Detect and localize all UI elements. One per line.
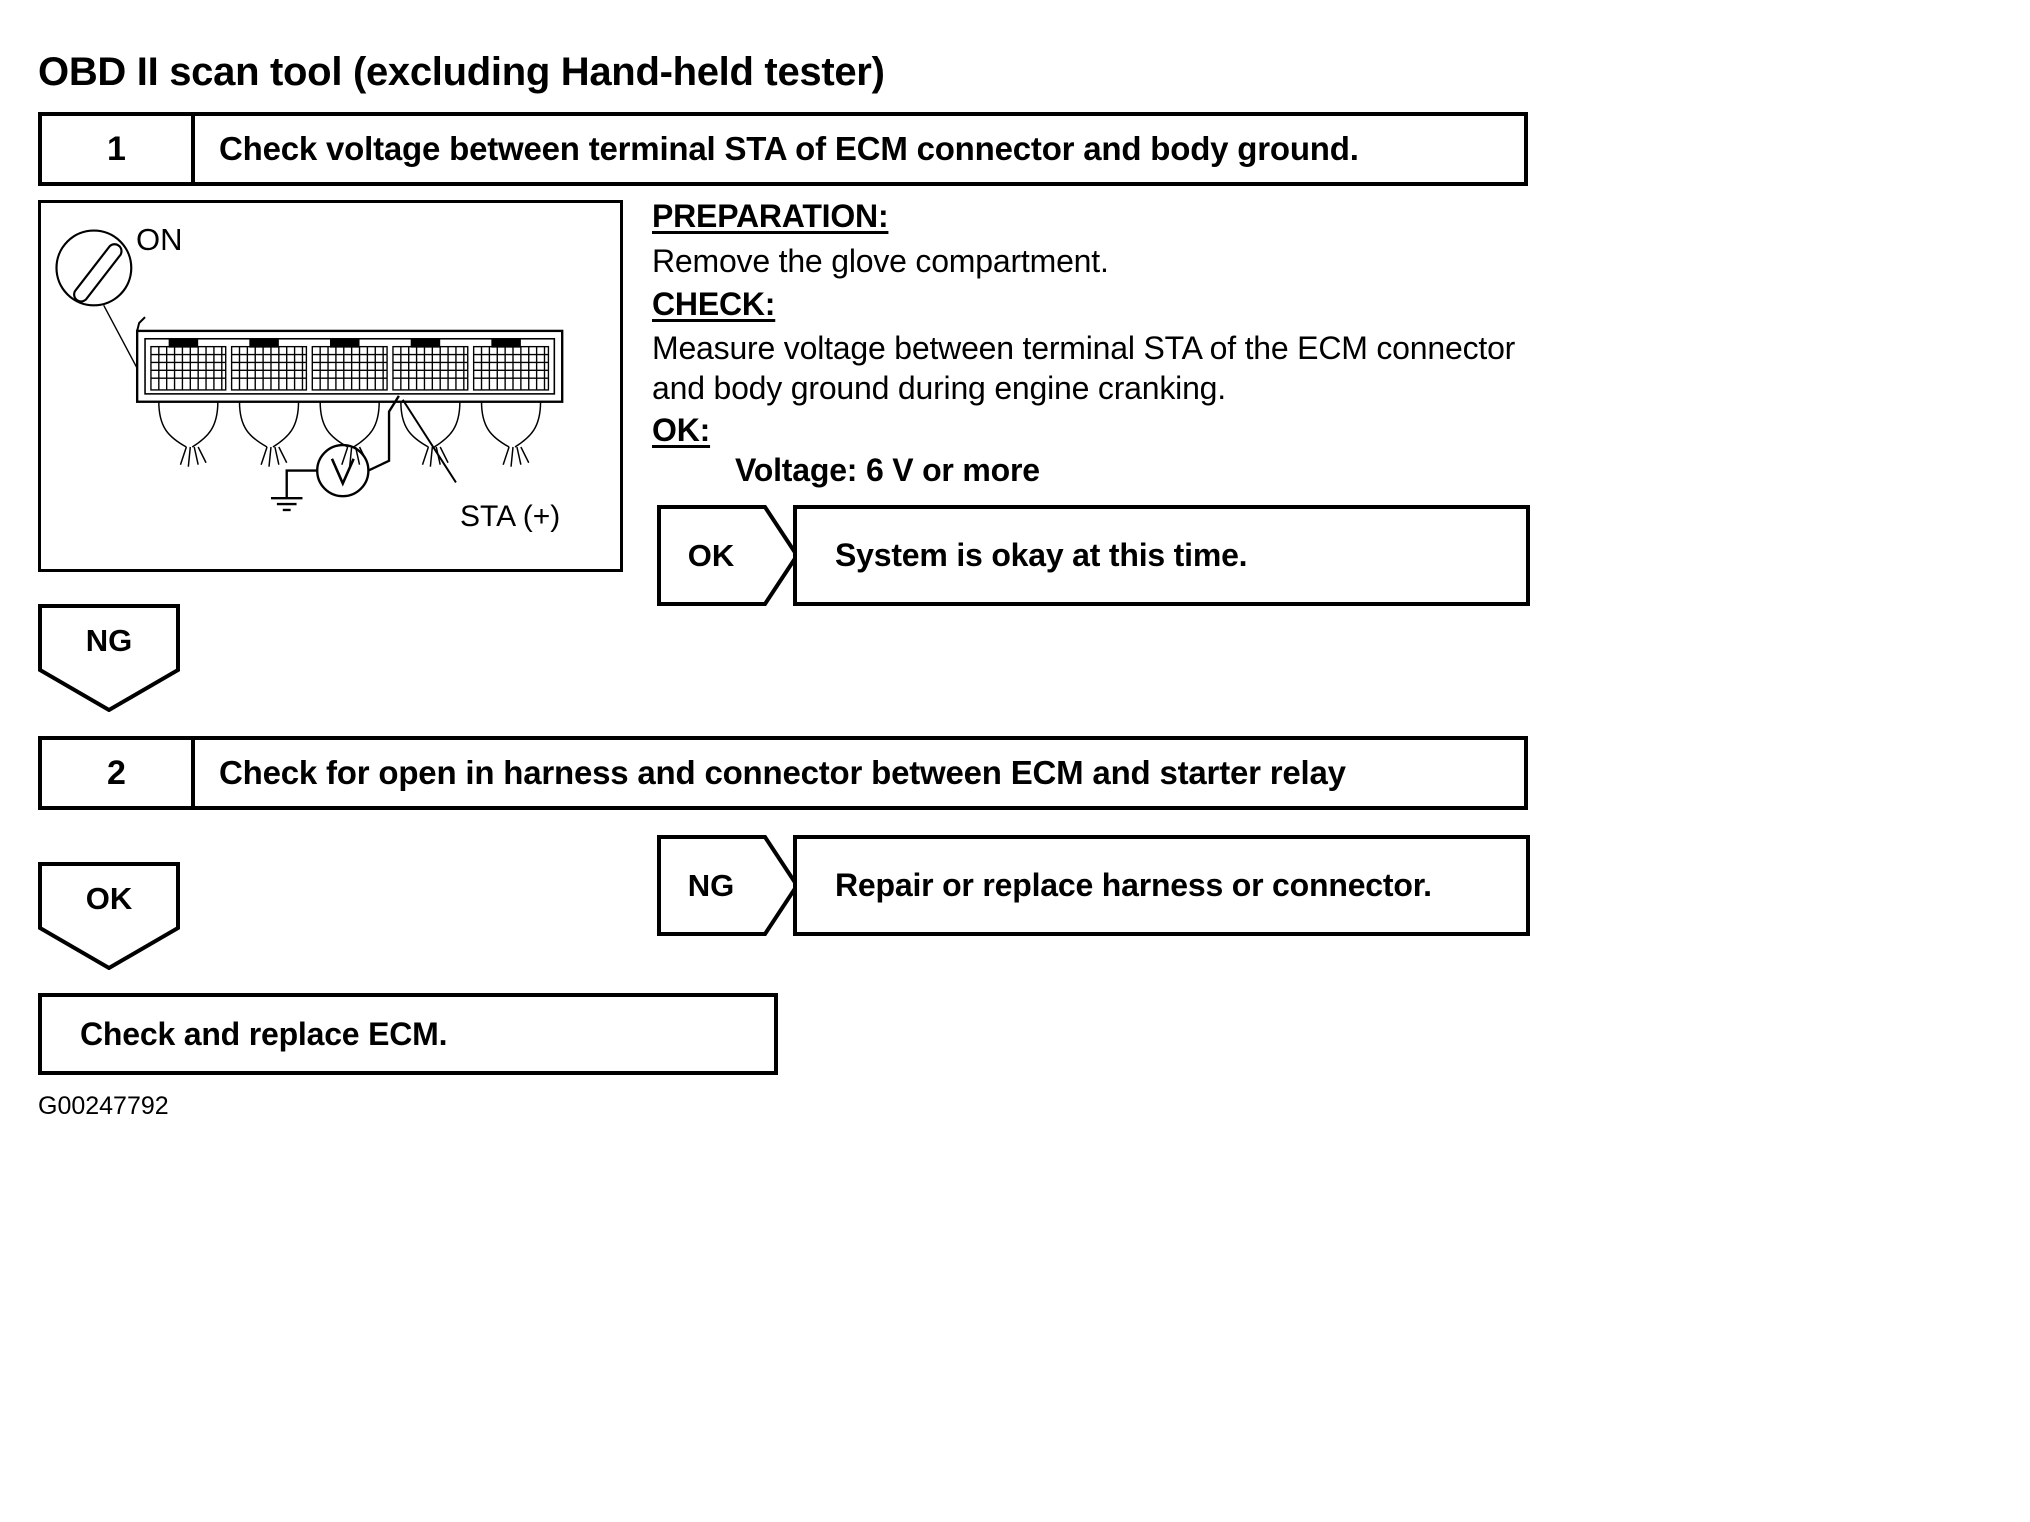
ok-down-tag-label: OK <box>85 881 133 916</box>
ok-branch-tag: OK <box>657 505 799 606</box>
check-line-1: Measure voltage between terminal STA of … <box>652 330 1516 366</box>
preparation-body: Remove the glove compartment. <box>652 243 1109 279</box>
step-1-number: 1 <box>42 116 195 182</box>
preparation-header: PREPARATION: <box>652 198 889 234</box>
step2-ok-branch-down-tag: OK <box>38 862 180 970</box>
voltage-spec: Voltage: 6 V or more <box>735 452 1040 488</box>
ng-branch-down-tag: NG <box>38 604 180 712</box>
ok-tag-down-arrow-shape <box>38 862 180 970</box>
final-action-box: Check and replace ECM. <box>38 993 778 1075</box>
page-title: OBD II scan tool (excluding Hand-held te… <box>38 50 885 94</box>
step-2-number: 2 <box>42 740 195 806</box>
step2-ng-tag-label: NG <box>687 867 735 903</box>
ok-tag-arrow-shape <box>657 505 799 606</box>
ignition-key-glyph <box>73 243 123 303</box>
ground-symbol <box>270 496 303 512</box>
ng-tag-down-arrow-shape <box>38 604 180 712</box>
ecm-connector-drawing <box>55 229 564 512</box>
ng-result-box: Repair or replace harness or connector. <box>793 835 1530 936</box>
ok-result-box: System is okay at this time. <box>793 505 1530 606</box>
step-1-row: 1 Check voltage between terminal STA of … <box>38 112 1528 186</box>
ng-down-tag-label: NG <box>85 623 133 658</box>
ok-tag-label: OK <box>687 537 735 573</box>
check-line-2: and body ground during engine cranking. <box>652 370 1226 406</box>
sta-terminal-label: STA (+) <box>460 500 561 533</box>
ok-header: OK: <box>652 412 711 448</box>
ignition-on-label: ON <box>136 222 183 257</box>
wire-bundles <box>158 401 542 467</box>
check-header: CHECK: <box>652 286 776 322</box>
step-1-text: Check voltage between terminal STA of EC… <box>219 130 1359 167</box>
figure-code: G00247792 <box>38 1092 169 1120</box>
step-2-row: 2 Check for open in harness and connecto… <box>38 736 1528 810</box>
step2-ng-branch-tag: NG <box>657 835 799 936</box>
voltmeter-v-glyph <box>330 458 355 487</box>
step-2-text: Check for open in harness and connector … <box>219 754 1346 791</box>
voltmeter-symbol <box>316 443 370 498</box>
ignition-switch-circle <box>55 229 133 307</box>
step2-ng-tag-arrow-shape <box>657 835 799 936</box>
connector-illustration-panel <box>38 200 623 572</box>
